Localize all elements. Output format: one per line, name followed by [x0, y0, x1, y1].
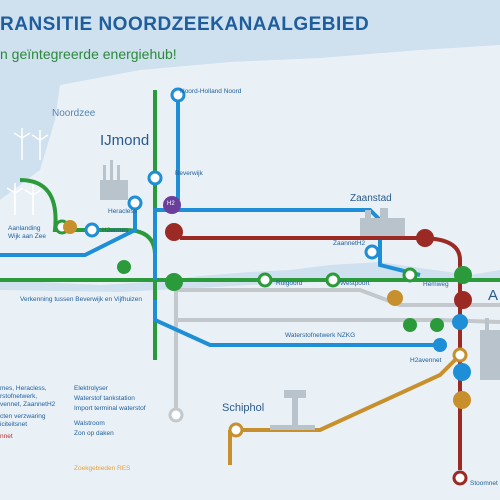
station-gray-south — [168, 407, 184, 423]
station-zaannet — [364, 244, 380, 260]
label-stoomnet: Stoomnet — [470, 480, 498, 487]
legend-tankstation: Waterstof tankstation — [74, 395, 135, 402]
blue-line-zaannet — [153, 208, 421, 280]
station-h2ermes — [84, 222, 100, 238]
label-verkenning: Verkenning tussen Beverwijk en Vijfhuize… — [20, 296, 143, 303]
station-orange-east — [452, 347, 468, 363]
label-nh-noord: Noord-Holland Noord — [180, 88, 242, 95]
blue-line — [0, 205, 440, 347]
page-subtitle: n geïntegreerde energiehub! — [0, 46, 177, 62]
power-icon — [454, 266, 472, 284]
legend-left-6: nnet — [0, 433, 13, 440]
station-ruigoord — [257, 272, 273, 288]
zaanstad-factory-icon — [360, 208, 405, 236]
label-aanlanding-1: Aanlanding — [8, 225, 41, 232]
label-hemweg: Hemweg — [423, 281, 449, 288]
station-hemweg — [402, 267, 418, 283]
legend-left-1: mes, Heracless, — [0, 385, 47, 392]
electrolyser-icon — [165, 273, 183, 291]
legend-left-5: iciteitsnet — [0, 421, 28, 428]
legend-res: Zoekgebieden RES — [74, 465, 131, 472]
legend-elektrolyser: Elektrolyser — [74, 385, 108, 392]
page-title: RANSITIE NOORDZEEKANAALGEBIED — [0, 14, 370, 35]
amsterdam-factory-icon — [480, 318, 500, 380]
label-westpoort: Westpoort — [340, 280, 370, 287]
legend-walstroom: Walstroom — [74, 420, 105, 427]
wind-turbines-icon — [6, 128, 49, 215]
schiphol-tower-icon — [270, 390, 315, 430]
region-zaanstad: Zaanstad — [350, 193, 392, 204]
gray-line-2 — [176, 318, 500, 324]
region-noordzee: Noordzee — [52, 108, 96, 119]
steam-icon — [416, 229, 434, 247]
label-ruigoord: Ruigoord — [276, 280, 303, 287]
station-stoomnet — [452, 470, 468, 486]
wind-icon — [63, 220, 77, 234]
charge-icon — [430, 318, 444, 332]
heat-icon-2 — [454, 291, 472, 309]
globe-icon — [453, 363, 471, 381]
legend-left-4: cten verzwaring — [0, 413, 46, 420]
legend-left-3: vennet, ZaannetH2 — [0, 401, 56, 408]
station-heracless — [127, 195, 143, 211]
factory-icon — [100, 160, 128, 200]
solar-icon — [387, 290, 403, 306]
gray-line-verkenning — [174, 288, 500, 307]
label-heracless: Heracless — [108, 208, 137, 215]
label-aanlanding-2: Wijk aan Zee — [8, 233, 46, 240]
legend-left-2: rstofnetwerk, — [0, 393, 38, 400]
drop-icon — [453, 391, 471, 409]
hydrogen-icon — [163, 196, 181, 214]
label-waterstofnetwerk: Waterstofnetwerk NZKG — [285, 332, 356, 339]
station-nh-noord — [170, 87, 186, 103]
label-beverwijk: Beverwijk — [175, 170, 203, 177]
walstroom-icon — [117, 260, 131, 274]
h2-station-icon — [452, 314, 468, 330]
heat-icon — [165, 223, 183, 241]
land-area-south — [0, 280, 500, 500]
region-amsterdam-partial: A — [488, 287, 499, 304]
plug-icon — [403, 318, 417, 332]
land-area — [0, 45, 500, 285]
legend-zon: Zon op daken — [74, 430, 114, 437]
region-ijmond: IJmond — [100, 132, 150, 149]
station-schiphol — [228, 422, 244, 438]
label-zaannet: ZaannetH2 — [333, 240, 366, 247]
region-schiphol: Schiphol — [222, 402, 265, 414]
label-h2ermes: H2ermes — [102, 227, 129, 234]
h2-icon-text: H2 — [167, 201, 175, 207]
label-h2avennet: H2avennet — [410, 357, 442, 364]
legend-import: Import terminal waterstof — [74, 405, 146, 412]
station-h2avennet — [433, 338, 447, 352]
station-westpoort — [325, 272, 341, 288]
station-beverwijk — [147, 170, 163, 186]
